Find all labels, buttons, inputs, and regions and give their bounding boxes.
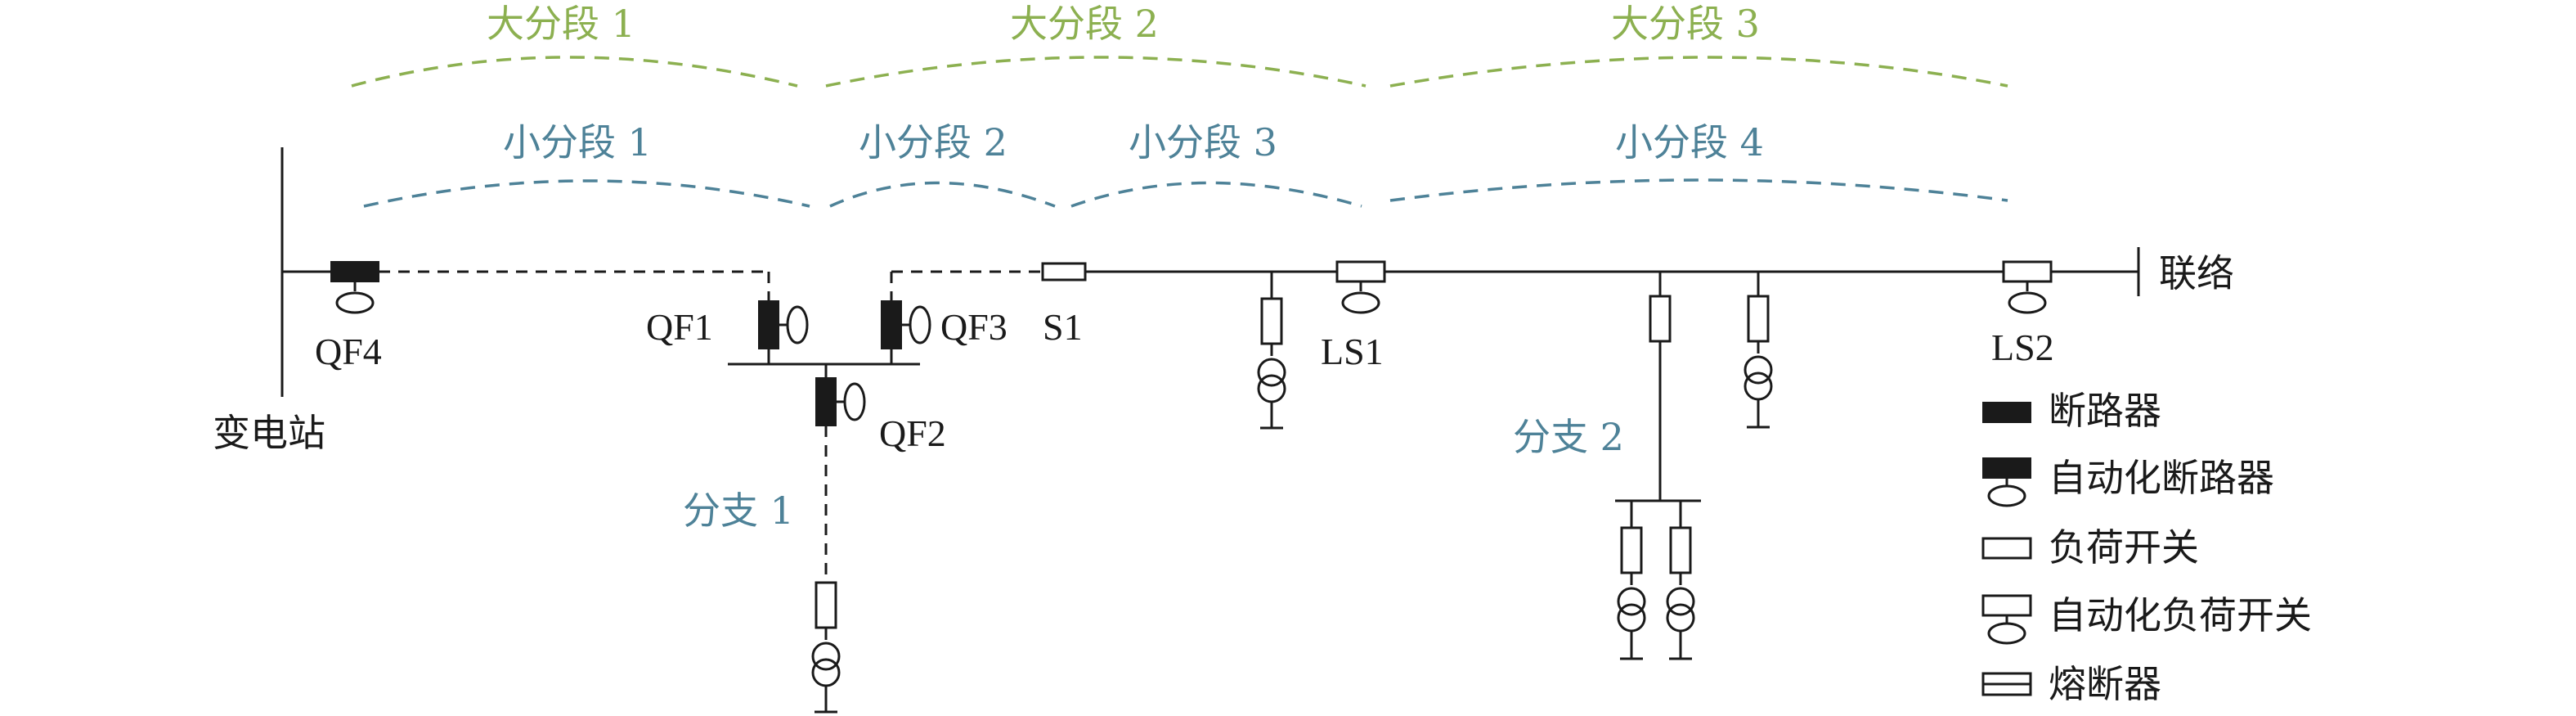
minor-segment-3-arc (1070, 181, 1362, 208)
ls1-actuator-icon (1341, 291, 1380, 314)
qf3-label: QF3 (940, 306, 1008, 348)
branch2-tap-a-fuse-icon (1620, 526, 1643, 574)
branch1-label: 分支 1 (683, 489, 794, 533)
ls2-actuator-icon (2008, 291, 2047, 314)
major-segment-arcs (351, 56, 2008, 88)
minor-segment-2-arc (829, 181, 1056, 208)
branch1-fuse-icon (815, 581, 837, 629)
qf3-actuator-icon (909, 305, 931, 344)
legend-item-label: 负荷开关 (2049, 525, 2199, 570)
legend-breaker-icon (1982, 402, 2031, 423)
legend: 断路器 自动化断路器 负荷开关 自动化负荷开关 熔断器 (1981, 389, 2312, 706)
minor-segment-arcs (363, 178, 2008, 208)
ls2-label: LS2 (1991, 326, 2054, 368)
legend-automated-breaker-actuator (1987, 484, 2026, 507)
minor-segment-2-label: 小分段 2 (859, 120, 1008, 164)
tie-label: 联络 (2159, 251, 2234, 295)
tap-1-transformer-winding (1257, 374, 1286, 403)
branch2-tap-b-transformer-winding (1666, 603, 1695, 633)
major-segment-2-arc (825, 56, 1367, 88)
legend-load-switch-icon (1981, 537, 2032, 560)
substation-label: 变电站 (213, 411, 325, 455)
legend-automated-load-switch-actuator (1987, 622, 2026, 645)
qf2-actuator-icon (843, 382, 866, 421)
legend-automated-breaker-icon (1982, 457, 2031, 479)
minor-segment-1-label: 小分段 1 (503, 120, 652, 164)
branch2-label: 分支 2 (1513, 415, 1624, 459)
qf4-actuator-icon (335, 291, 375, 314)
qf4-breaker (330, 261, 379, 282)
tap-1-transformer-icon (1257, 358, 1286, 387)
branch1-transformer-winding (811, 658, 841, 687)
qf4-label: QF4 (315, 331, 382, 372)
legend-item-label: 自动化断路器 (2049, 456, 2274, 500)
major-segment-2-label: 大分段 2 (1010, 2, 1159, 46)
ls2-load-switch-icon (2002, 260, 2053, 283)
s1-load-switch-icon (1041, 262, 1087, 281)
qf1-actuator-icon (786, 305, 809, 344)
minor-segment-4-label: 小分段 4 (1615, 120, 1764, 164)
legend-item-label: 熔断器 (2049, 662, 2161, 706)
branch2-tap-a-transformer-icon (1617, 587, 1646, 616)
qf3-breaker (881, 300, 902, 349)
ls1-load-switch-icon (1335, 260, 1386, 283)
major-segment-1-arc (351, 56, 798, 88)
s1-label: S1 (1043, 306, 1083, 348)
qf1-label: QF1 (646, 306, 713, 348)
legend-item-label: 自动化负荷开关 (2049, 593, 2312, 637)
major-segment-3-arc (1389, 56, 2008, 88)
tap-1-fuse-icon (1260, 297, 1283, 345)
tap-2-fuse-icon (1747, 295, 1770, 343)
branch1-transformer-icon (811, 642, 841, 671)
tap-2-transformer-icon (1744, 355, 1773, 385)
qf2-label: QF2 (879, 412, 946, 454)
tap-2-transformer-winding (1744, 372, 1773, 401)
minor-segment-4-arc (1389, 178, 2008, 202)
branch2-tap-a-transformer-winding (1617, 603, 1646, 633)
branch2-tap-b-transformer-icon (1666, 587, 1695, 616)
ls1-label: LS1 (1321, 331, 1384, 372)
qf1-breaker (758, 300, 779, 349)
major-segment-1-label: 大分段 1 (487, 2, 635, 46)
branch2-fuse-icon (1649, 295, 1672, 343)
legend-item-label: 断路器 (2049, 389, 2161, 433)
major-segment-3-label: 大分段 3 (1611, 2, 1760, 46)
minor-segment-1-arc (363, 179, 810, 208)
branch2-tap-b-fuse-icon (1669, 526, 1692, 574)
minor-segment-3-label: 小分段 3 (1129, 120, 1277, 164)
qf2-breaker (815, 377, 837, 426)
legend-automated-load-switch-icon (1981, 594, 2032, 617)
